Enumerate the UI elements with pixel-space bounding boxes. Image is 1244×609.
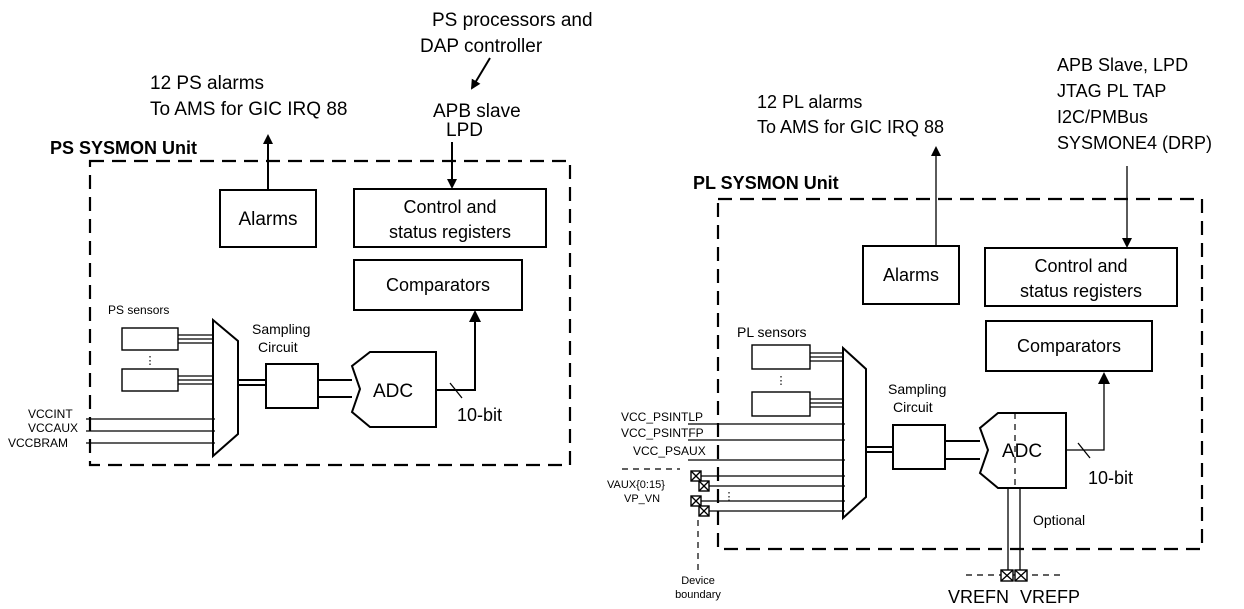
pl-iface-jtag: JTAG PL TAP — [1057, 81, 1166, 101]
pl-control-label-line1: Control and — [1034, 256, 1127, 276]
pl-input-vcc-psintfp: VCC_PSINTFP — [621, 426, 704, 440]
pl-adc — [978, 412, 1067, 489]
pl-vrefp-label: VREFP — [1020, 587, 1080, 607]
pl-bits-label: 10-bit — [1088, 468, 1133, 488]
ps-alarms-box-label: Alarms — [238, 209, 297, 230]
ps-sampling-label-line1: Sampling — [252, 321, 310, 337]
pl-sampling-label-line1: Sampling — [888, 381, 946, 397]
pl-unit-title: PL SYSMON Unit — [693, 173, 839, 193]
ps-sysmon-section: PS processors and DAP controller 12 PS a… — [8, 10, 593, 467]
pl-sysmon-section: APB Slave, LPD JTAG PL TAP I2C/PMBus SYS… — [607, 55, 1212, 607]
pl-sampling-label-line2: Circuit — [893, 399, 933, 415]
ps-sampling-circuit-box — [265, 363, 319, 409]
pl-control-status-box — [984, 247, 1178, 307]
pl-device-boundary-line1: Device — [681, 575, 715, 587]
ps-comparators-box — [353, 259, 523, 311]
pl-input-vcc-psintlp: VCC_PSINTLP — [621, 410, 703, 424]
pl-comparators-label: Comparators — [1017, 336, 1121, 356]
pl-alarms-box-label: Alarms — [883, 265, 939, 285]
pl-vpvn-pad-b — [698, 505, 710, 517]
ps-bits-label: 10-bit — [457, 405, 502, 425]
pl-adc-output-wire — [1066, 374, 1105, 451]
pl-vaux-pad-a — [690, 470, 702, 482]
pl-sensor-box-2 — [751, 391, 811, 417]
ps-adc-label: ADC — [373, 381, 413, 402]
ps-unit-title: PS SYSMON Unit — [50, 138, 197, 158]
pl-iface-i2c: I2C/PMBus — [1057, 107, 1148, 127]
pl-sensors-label: PL sensors — [737, 324, 807, 340]
pl-input-vp-vn: VP_VN — [624, 493, 660, 505]
pl-aux-ellipsis: ⋮ — [724, 491, 735, 503]
ps-comparators-label: Comparators — [386, 275, 490, 295]
ps-input-vccbram: VCCBRAM — [8, 436, 68, 450]
pl-sensor-box-1 — [751, 344, 811, 370]
ps-control-label-line2: status registers — [389, 222, 511, 242]
pl-comparators-arrowhead — [1098, 372, 1110, 384]
pl-optional-label: Optional — [1033, 512, 1085, 528]
ps-sensor-ellipsis: ⋮ — [145, 355, 156, 367]
pl-vrefn-label: VREFN — [948, 587, 1009, 607]
ps-alarms-note-line2: To AMS for GIC IRQ 88 — [150, 99, 347, 120]
pl-sampling-circuit-box — [892, 424, 946, 470]
ps-input-vccint: VCCINT — [28, 407, 73, 421]
ps-sensor-box-2 — [121, 368, 179, 392]
ps-sensor-box-1 — [121, 327, 179, 351]
pl-bus-tick — [1077, 442, 1091, 459]
ps-control-status-box — [353, 188, 547, 248]
pl-iface-apb: APB Slave, LPD — [1057, 55, 1188, 75]
ps-input-vccaux: VCCAUX — [28, 421, 78, 435]
pl-input-vcc-psaux: VCC_PSAUX — [633, 444, 706, 458]
ps-sampling-label-line2: Circuit — [258, 339, 298, 355]
pl-vrefp-pad — [1014, 569, 1028, 582]
pl-comparators-box — [985, 320, 1153, 372]
pl-vpvn-pad-a — [690, 495, 702, 507]
ps-sensors-label: PS sensors — [108, 303, 169, 317]
pl-alarms-note-line2: To AMS for GIC IRQ 88 — [757, 117, 944, 137]
pl-mux — [842, 345, 867, 521]
pl-sensor-ellipsis: ⋮ — [776, 375, 787, 387]
ps-control-label-line1: Control and — [403, 197, 496, 217]
ps-processors-note-line2: DAP controller — [420, 36, 543, 57]
pl-unit-boundary — [716, 197, 1204, 551]
ps-apb-slave-label: APB slave — [433, 101, 521, 122]
ps-alarms-note-line1: 12 PS alarms — [150, 73, 264, 94]
pl-iface-sysmone4: SYSMONE4 (DRP) — [1057, 133, 1212, 153]
ps-apb-lpd-label: LPD — [446, 120, 483, 141]
pl-adc-label: ADC — [1002, 441, 1042, 462]
ps-adc — [350, 351, 437, 428]
pl-alarms-note-line1: 12 PL alarms — [757, 92, 862, 112]
ps-processors-note-line1: PS processors and — [432, 10, 593, 31]
ps-unit-boundary — [88, 159, 572, 467]
ps-processors-arrow — [470, 57, 491, 90]
pl-alarms-box — [862, 245, 960, 305]
pl-input-vaux: VAUX{0:15} — [607, 479, 665, 491]
pl-device-boundary-line2: boundary — [675, 589, 721, 601]
ps-bus-tick — [449, 382, 463, 399]
ps-comparators-arrowhead — [469, 310, 481, 322]
ps-mux — [212, 317, 239, 459]
pl-vaux-pad-b — [698, 480, 710, 492]
pl-vrefn-pad — [1000, 569, 1014, 582]
pl-control-label-line2: status registers — [1020, 281, 1142, 301]
ps-adc-output-wire — [436, 312, 476, 391]
